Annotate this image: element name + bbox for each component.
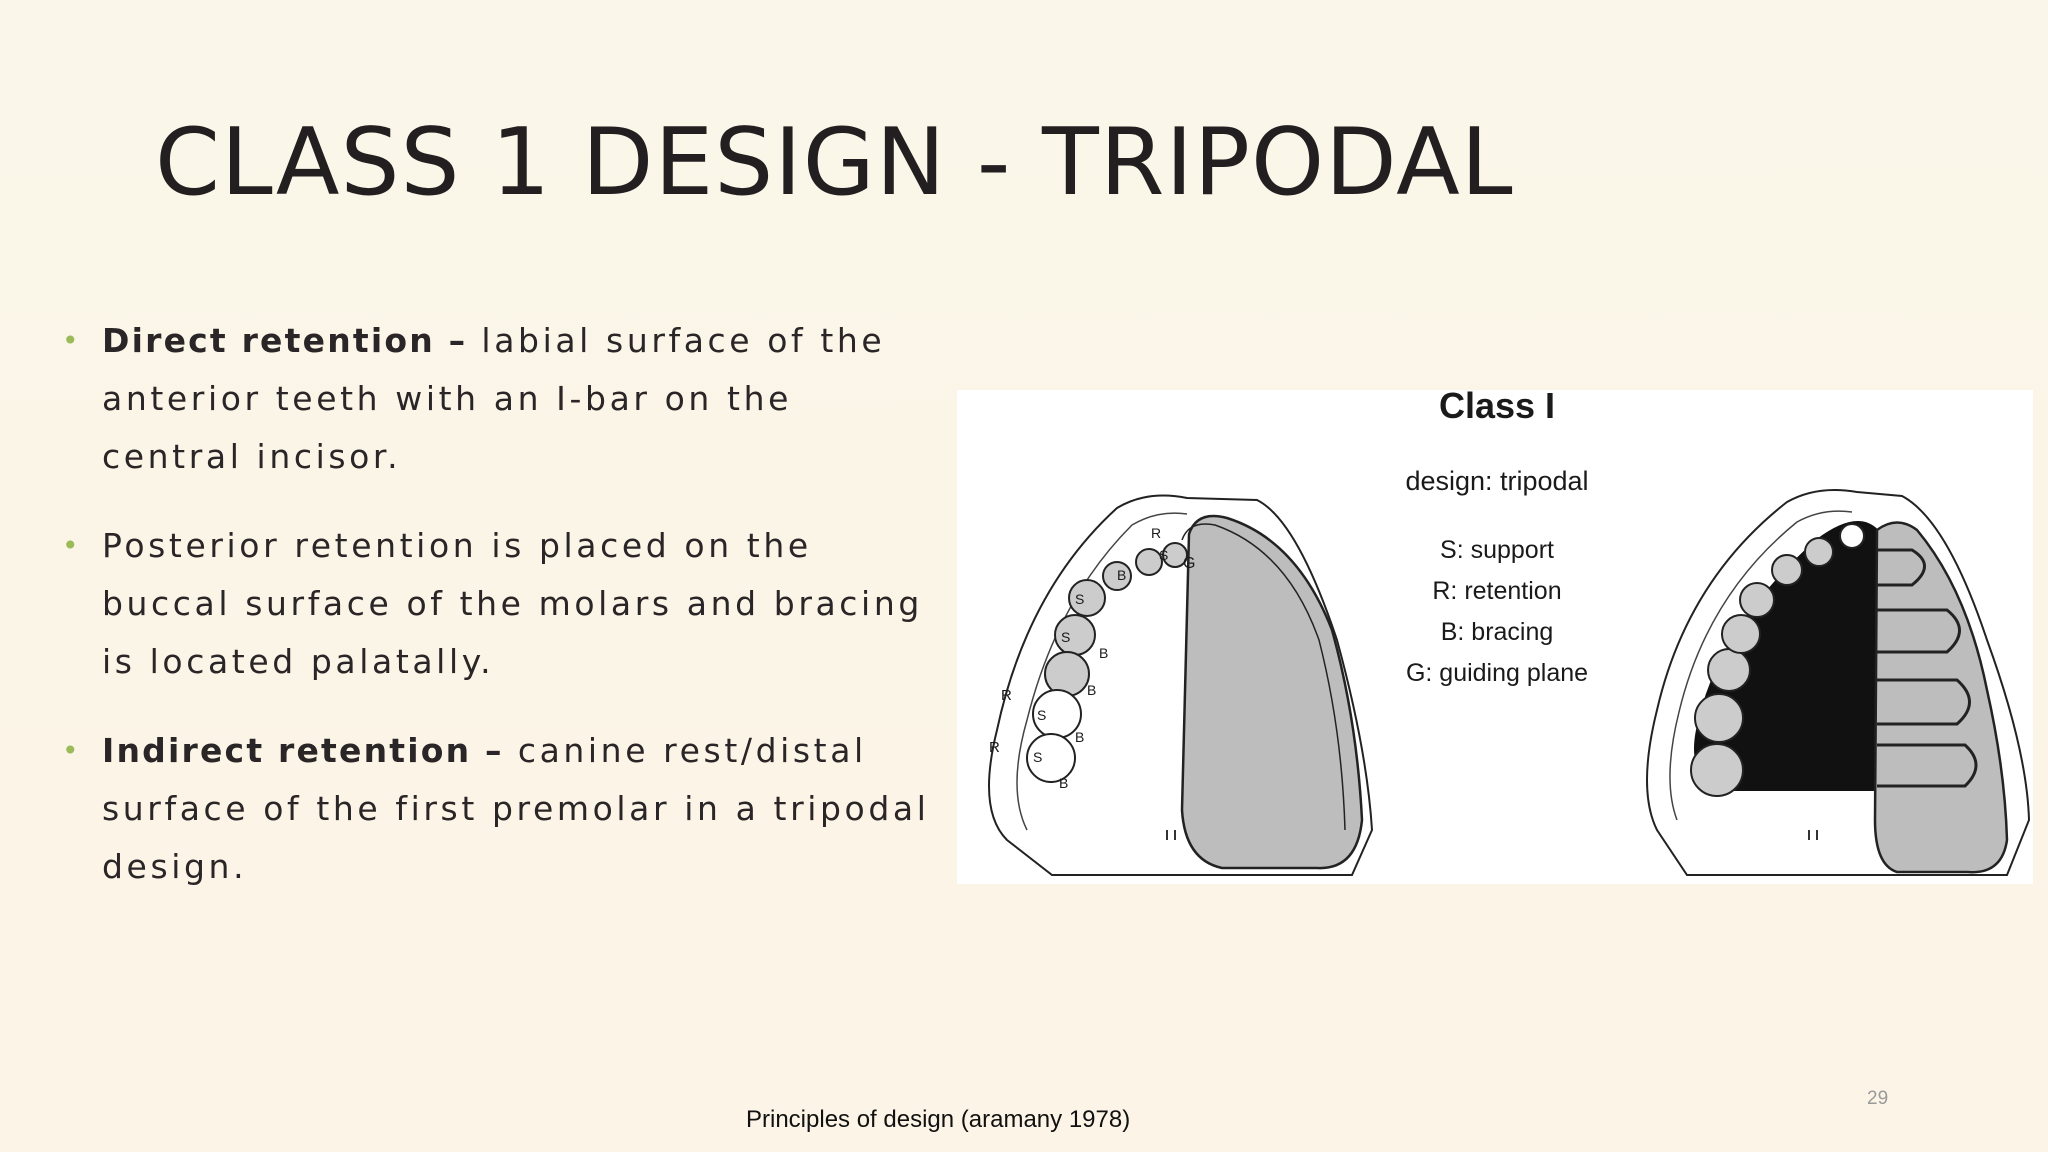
bullet-item: • Direct retention – labial surface of t… [62, 312, 942, 486]
tooth-icon [1135, 548, 1163, 576]
bullet-list: • Direct retention – labial surface of t… [62, 312, 942, 927]
tooth-icon [1839, 523, 1865, 549]
bullet-text: Posterior retention is placed on the buc… [102, 526, 923, 681]
bullet-item: • Posterior retention is placed on the b… [62, 517, 942, 691]
support-marker: S [1159, 547, 1168, 563]
bracing-marker: B [1117, 567, 1126, 583]
support-marker: S [1037, 707, 1046, 723]
dental-arch-diagram: R S B G S S B B R S B R S B Class I desi… [988, 390, 2031, 876]
bullet-bold-text: Indirect retention – [102, 731, 504, 770]
palatal-plate [1873, 521, 2009, 874]
slide-title: CLASS 1 DESIGN - TRIPODAL [155, 108, 1514, 216]
figure-caption: Principles of design (aramany 1978) [746, 1106, 1131, 1133]
legend-item: G: guiding plane [1406, 659, 1588, 687]
bracing-marker: B [1059, 775, 1068, 791]
bullet-icon: • [62, 324, 79, 357]
page-number: 29 [1867, 1088, 1889, 1109]
bracing-marker: B [1075, 729, 1084, 745]
legend-item: B: bracing [1441, 618, 1554, 646]
bullet-icon: • [62, 734, 79, 767]
figure-heading: Class I [1439, 390, 1555, 426]
tooth-icon [1739, 582, 1775, 618]
tooth-icon [1694, 693, 1744, 743]
bracing-marker: B [1099, 645, 1108, 661]
bullet-text: labial surface of the anterior teeth wit… [102, 321, 886, 476]
tooth-icon [1044, 651, 1090, 697]
figure-subheading: design: tripodal [1405, 466, 1588, 496]
bullet-icon: • [62, 529, 79, 562]
tooth-icon [1707, 648, 1751, 692]
palatal-plate [1180, 514, 1364, 870]
support-marker: S [1075, 591, 1084, 607]
tooth-icon [1804, 537, 1834, 567]
retention-marker: R [1151, 525, 1161, 541]
legend-item: R: retention [1432, 577, 1561, 605]
legend-item: S: support [1440, 536, 1554, 564]
tooth-icon [1162, 542, 1188, 568]
class-one-design-figure: R S B G S S B B R S B R S B Class I desi… [957, 390, 2033, 884]
bullet-item: • Indirect retention – canine rest/dista… [62, 722, 942, 896]
guiding-plane-marker: G [1183, 555, 1195, 572]
tooth-icon [1690, 743, 1744, 797]
retention-marker: R [1001, 687, 1012, 704]
support-marker: S [1061, 629, 1070, 645]
tooth-icon [1102, 561, 1132, 591]
support-marker: S [1033, 749, 1042, 765]
right-arch-drawing [1646, 489, 2031, 876]
tooth-icon [1771, 554, 1803, 586]
bullet-bold-text: Direct retention – [102, 321, 468, 360]
left-arch-drawing: R S B G S S B B R S B R S B [988, 494, 1374, 876]
bullet-text: canine rest/distal surface of the first … [102, 731, 930, 886]
tooth-icon [1068, 579, 1106, 617]
tooth-icon [1026, 733, 1076, 783]
bracing-marker: B [1087, 682, 1096, 698]
retention-marker: R [989, 739, 1000, 756]
tooth-icon [1721, 614, 1761, 654]
